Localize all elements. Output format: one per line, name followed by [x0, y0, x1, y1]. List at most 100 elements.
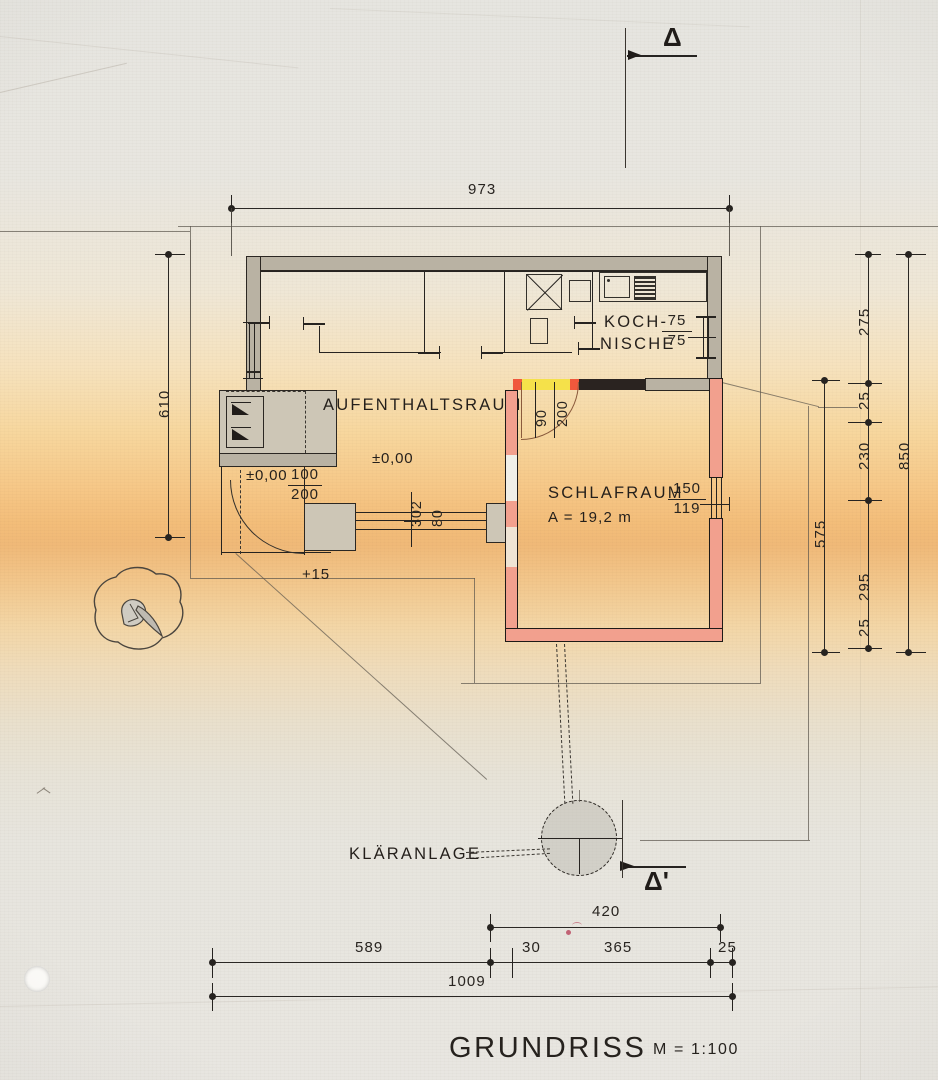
- entrance-threshold: [221, 552, 331, 553]
- partition-short-left: [319, 326, 320, 353]
- site-reference-line: [178, 226, 938, 227]
- entrance-wall-left: [221, 467, 222, 555]
- dim-label-25-top: 25: [856, 391, 873, 410]
- dim-tick: [905, 649, 912, 656]
- bedroom-window-width: 150: [672, 480, 702, 497]
- dim-tick-bar: [848, 422, 882, 423]
- extension-line: [729, 208, 730, 256]
- kitchen-window-jamb: [703, 317, 704, 359]
- bedroom-wall-left-gap-b: [505, 527, 518, 567]
- kitchen-window-dim: 75 75: [662, 312, 692, 350]
- dim-label-25-bottom-chain: 25: [718, 939, 737, 956]
- bedroom-window-height: 119: [673, 499, 701, 517]
- section-arrow-head-bottom: [620, 861, 634, 871]
- property-line-bottom: [461, 683, 761, 684]
- dim-label-295: 295: [856, 572, 873, 601]
- property-line-right: [760, 226, 761, 683]
- property-line-mid: [474, 578, 475, 683]
- dim-tick-bar: [720, 914, 721, 942]
- dim-label-365: 365: [604, 939, 633, 956]
- dim-tick-bar: [490, 914, 491, 942]
- wall-end-mark: [578, 348, 600, 350]
- section-arrow-top: [627, 55, 697, 57]
- dim-label-575: 575: [812, 519, 829, 548]
- entrance-stoop: [304, 503, 356, 551]
- punch-hole: [24, 966, 50, 992]
- dim-label-420: 420: [592, 903, 621, 920]
- pencil-mark: [572, 922, 582, 929]
- vestibule-inner-outline: [226, 396, 264, 448]
- stair-arrow-icon: [232, 429, 249, 440]
- dim-tick-bar: [155, 537, 185, 538]
- corridor-line-top: [356, 512, 486, 513]
- entrance-door-dim: 100 200: [288, 466, 322, 504]
- dim-line-420: [490, 927, 720, 928]
- dim-tick-bar: [848, 383, 882, 384]
- dim-tick-bar: [710, 948, 711, 978]
- kochnische-label-line2: NISCHE: [600, 335, 676, 353]
- aufenthaltsraum-label: AUFENTHALTSRAUM: [323, 396, 523, 414]
- corridor-dim-tick: [404, 520, 420, 522]
- wall-end-mark: [439, 346, 440, 359]
- kitchen-window-leader: [688, 337, 716, 338]
- stray-mark: [42, 787, 51, 794]
- window-left-sill-bot: [243, 378, 263, 379]
- kitchen-window-jamb: [708, 317, 709, 359]
- dim-tick-bar: [848, 500, 882, 501]
- stair-tread-line: [231, 402, 251, 403]
- stair-tread-line: [231, 427, 251, 428]
- kläranlage-label: KLÄRANLAGE: [349, 845, 482, 863]
- wall-exterior-right-upper: [707, 256, 722, 381]
- kitchen-counter-icon: [599, 272, 707, 302]
- bedroom-door-dim-line-b: [554, 382, 555, 438]
- toilet-icon: [530, 318, 548, 344]
- wall-end-mark: [303, 317, 304, 330]
- bedroom-wall-left-gap-a: [505, 455, 518, 501]
- septic-cross-h: [538, 838, 622, 839]
- wall-end-mark: [481, 352, 503, 354]
- vestibule-dashed-outline-top: [226, 391, 306, 392]
- shower-tray-icon: [526, 274, 562, 310]
- bedroom-door-opening-left: [513, 379, 522, 390]
- paper-crease: [329, 8, 750, 28]
- dim-tick-bar: [848, 648, 882, 649]
- fraction-bar: [662, 330, 692, 332]
- partition-bath-left: [504, 271, 505, 353]
- entrance-door-width: 100: [290, 466, 320, 483]
- section-cut-line-top: [625, 28, 626, 168]
- bedroom-window-leader: [700, 504, 730, 505]
- kochnische-label-line1: KOCH-: [604, 313, 669, 331]
- dim-label-589: 589: [355, 939, 384, 956]
- extension-line: [231, 208, 232, 256]
- window-left-jamb-b: [254, 323, 255, 378]
- vestibule-wall-bottom: [219, 453, 337, 467]
- dim-label-1009: 1009: [448, 973, 486, 990]
- roof-edge-horizontal: [818, 407, 858, 408]
- bedroom-window-leader-tick: [729, 497, 730, 511]
- corridor-dim-extension: [411, 492, 412, 547]
- fraction-bar: [668, 498, 706, 500]
- property-line-bottom-left: [190, 578, 475, 579]
- roof-edge-vertical: [808, 406, 809, 840]
- paper-crease: [860, 0, 861, 1080]
- schlafraum-label: SCHLAFRAUM: [548, 484, 684, 502]
- kitchen-window-mark: [696, 316, 716, 318]
- corridor-line-mid: [356, 520, 486, 521]
- vestibule-dashed-outline-right: [305, 391, 306, 453]
- septic-cross-v: [579, 838, 580, 874]
- dim-label-610: 610: [156, 389, 173, 418]
- dim-label-30: 30: [522, 939, 541, 956]
- septic-inlet-line: [579, 790, 580, 802]
- wall-end-mark: [574, 322, 596, 324]
- dim-label-275: 275: [856, 307, 873, 336]
- dim-line-850: [908, 254, 909, 652]
- dim-line-bottom-chain: [212, 962, 732, 963]
- wall-end-mark: [418, 352, 440, 354]
- bedroom-wall-right-upper: [709, 378, 723, 478]
- kitchen-window-height: 75: [667, 331, 687, 349]
- site-reference-line: [0, 231, 190, 232]
- section-arrow-bottom: [620, 866, 686, 868]
